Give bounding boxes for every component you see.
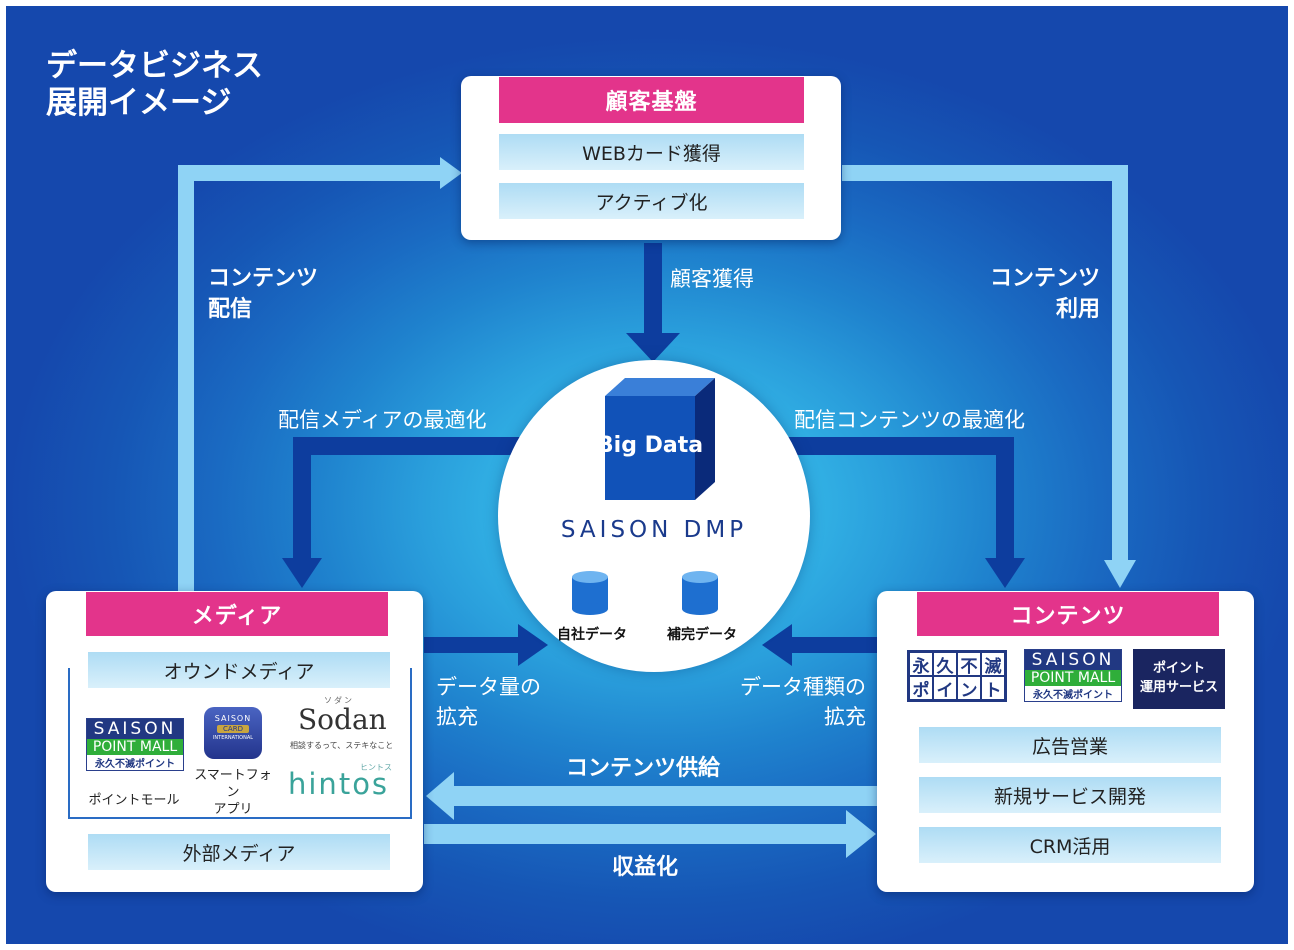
point-mall-logo: SAISON POINT MALL 永久不滅ポイント [86, 718, 184, 771]
saison-dmp-logo: SAISON DMP [560, 517, 748, 543]
ad-sales-bar: 広告営業 [919, 727, 1221, 763]
sodan-tagline: 相談するって、ステキなこと [290, 741, 394, 750]
activation-bar: アクティブ化 [499, 183, 804, 219]
eternal-point-logo: 永 久 不 滅 ポ イ ン ト [907, 650, 1007, 702]
point-mall-logo-top: SAISON [1025, 650, 1121, 670]
media-optimization-arrowhead [282, 558, 322, 588]
data-volume-label: データ量の 拡充 [436, 672, 541, 732]
point-mall-logo-right: SAISON POINT MALL 永久不滅ポイント [1024, 649, 1122, 702]
page-title-line1: データビジネス [46, 48, 263, 84]
content-use-arrowhead [1104, 560, 1136, 588]
monetization-arrow [424, 824, 848, 844]
app-caption: スマートフォン アプリ [191, 767, 275, 818]
content-optimization-label: 配信コンテンツの最適化 [794, 408, 1025, 432]
content-delivery-arrowhead [440, 157, 462, 189]
point-mall-logo-bottom: 永久不滅ポイント [1033, 690, 1113, 701]
app-caption-line1: スマートフォン [194, 768, 272, 800]
content-optimization-arrowhead [985, 558, 1025, 588]
point-mall-logo-mid: POINT MALL [87, 739, 183, 755]
content-use-label-line2: 利用 [1055, 297, 1100, 322]
data-type-label: データ種類の 拡充 [722, 672, 866, 732]
point-mall-logo-bottom: 永久不滅ポイント [95, 759, 175, 770]
own-data-label: 自社データ [557, 627, 627, 643]
database-icon-complement [682, 571, 718, 615]
eternal-char: ン [957, 676, 981, 701]
content-use-label-line1: コンテンツ [989, 266, 1100, 291]
customer-base-box: 顧客基盤 WEBカード獲得 アクティブ化 [461, 76, 841, 240]
data-volume-label-line2: 拡充 [436, 705, 478, 729]
content-supply-arrow [452, 786, 878, 806]
owned-media-frame [68, 668, 412, 819]
data-type-arrow [790, 637, 880, 653]
sodan-logo: Sodan [298, 703, 387, 736]
content-delivery-label-line2: 配信 [208, 297, 253, 322]
contents-box: コンテンツ 永 久 不 滅 ポ イ ン ト SAISON POINT MALL … [877, 591, 1254, 892]
point-service-line2: 運用サービス [1139, 680, 1218, 695]
point-mall-caption: ポイントモール [88, 793, 180, 808]
app-icon-line3: INTERNATIONAL [212, 735, 254, 741]
owned-media-bar: オウンドメディア [88, 652, 390, 688]
media-optimization-arrow [293, 437, 525, 560]
monetization-arrowhead [846, 810, 876, 858]
eternal-char: ト [981, 676, 1005, 701]
crm-bar: CRM活用 [919, 827, 1221, 863]
data-type-label-line1: データ種類の [740, 675, 866, 699]
app-icon-line2: CARD [217, 725, 249, 733]
media-box: メディア オウンドメディア SAISON POINT MALL 永久不滅ポイント… [46, 591, 423, 892]
app-icon-line1: SAISON [214, 714, 252, 723]
sodan-ruby: ソダン [324, 696, 354, 705]
hintos-logo: hintos [288, 767, 390, 801]
content-use-label: コンテンツ 利用 [978, 263, 1100, 325]
big-data-label: Big Data [596, 433, 704, 458]
point-mall-logo-top: SAISON [87, 719, 183, 739]
eternal-char: イ [933, 676, 957, 701]
external-media-bar: 外部メディア [88, 834, 390, 870]
eternal-char: 久 [933, 652, 957, 677]
hintos-ruby: ヒントス [360, 763, 392, 772]
data-type-arrowhead [762, 624, 792, 666]
data-volume-arrowhead [518, 624, 548, 666]
customer-acquisition-label: 顧客獲得 [670, 267, 754, 291]
point-service-logo: ポイント 運用サービス [1133, 649, 1225, 709]
app-caption-line2: アプリ [213, 802, 253, 817]
data-volume-label-line1: データ量の [436, 675, 541, 699]
eternal-char: 不 [957, 652, 981, 677]
eternal-char: ポ [909, 676, 933, 701]
database-icon-own [572, 571, 608, 615]
complement-data-label: 補完データ [667, 627, 737, 643]
saison-card-app-icon: SAISON CARD INTERNATIONAL [204, 707, 262, 759]
monetization-label: 収益化 [612, 855, 679, 880]
eternal-char: 永 [909, 652, 933, 677]
contents-header: コンテンツ [917, 592, 1219, 636]
media-optimization-label: 配信メディアの最適化 [278, 408, 487, 432]
big-data-cube-icon [605, 378, 715, 500]
point-service-line1: ポイント [1152, 661, 1205, 676]
content-delivery-label-line1: コンテンツ [208, 266, 319, 291]
eternal-char: 滅 [981, 652, 1005, 677]
content-delivery-label: コンテンツ 配信 [208, 263, 318, 325]
customer-base-header: 顧客基盤 [499, 77, 804, 123]
content-supply-label: コンテンツ供給 [566, 756, 721, 781]
customer-acquisition-arrow [644, 243, 662, 335]
content-optimization-arrow [780, 437, 1014, 560]
content-use-arrow [842, 165, 1128, 562]
web-card-acquisition-bar: WEBカード獲得 [499, 134, 804, 170]
content-supply-arrowhead [426, 772, 454, 820]
page-title: データビジネス 展開イメージ [46, 48, 263, 122]
content-delivery-arrow [178, 165, 440, 600]
customer-acquisition-arrowhead [626, 333, 680, 362]
point-mall-logo-mid: POINT MALL [1025, 670, 1121, 686]
media-header: メディア [86, 592, 388, 636]
data-type-label-line2: 拡充 [824, 705, 866, 729]
new-service-bar: 新規サービス開発 [919, 777, 1221, 813]
page-title-line2: 展開イメージ [46, 85, 232, 121]
data-volume-arrow [424, 637, 520, 653]
